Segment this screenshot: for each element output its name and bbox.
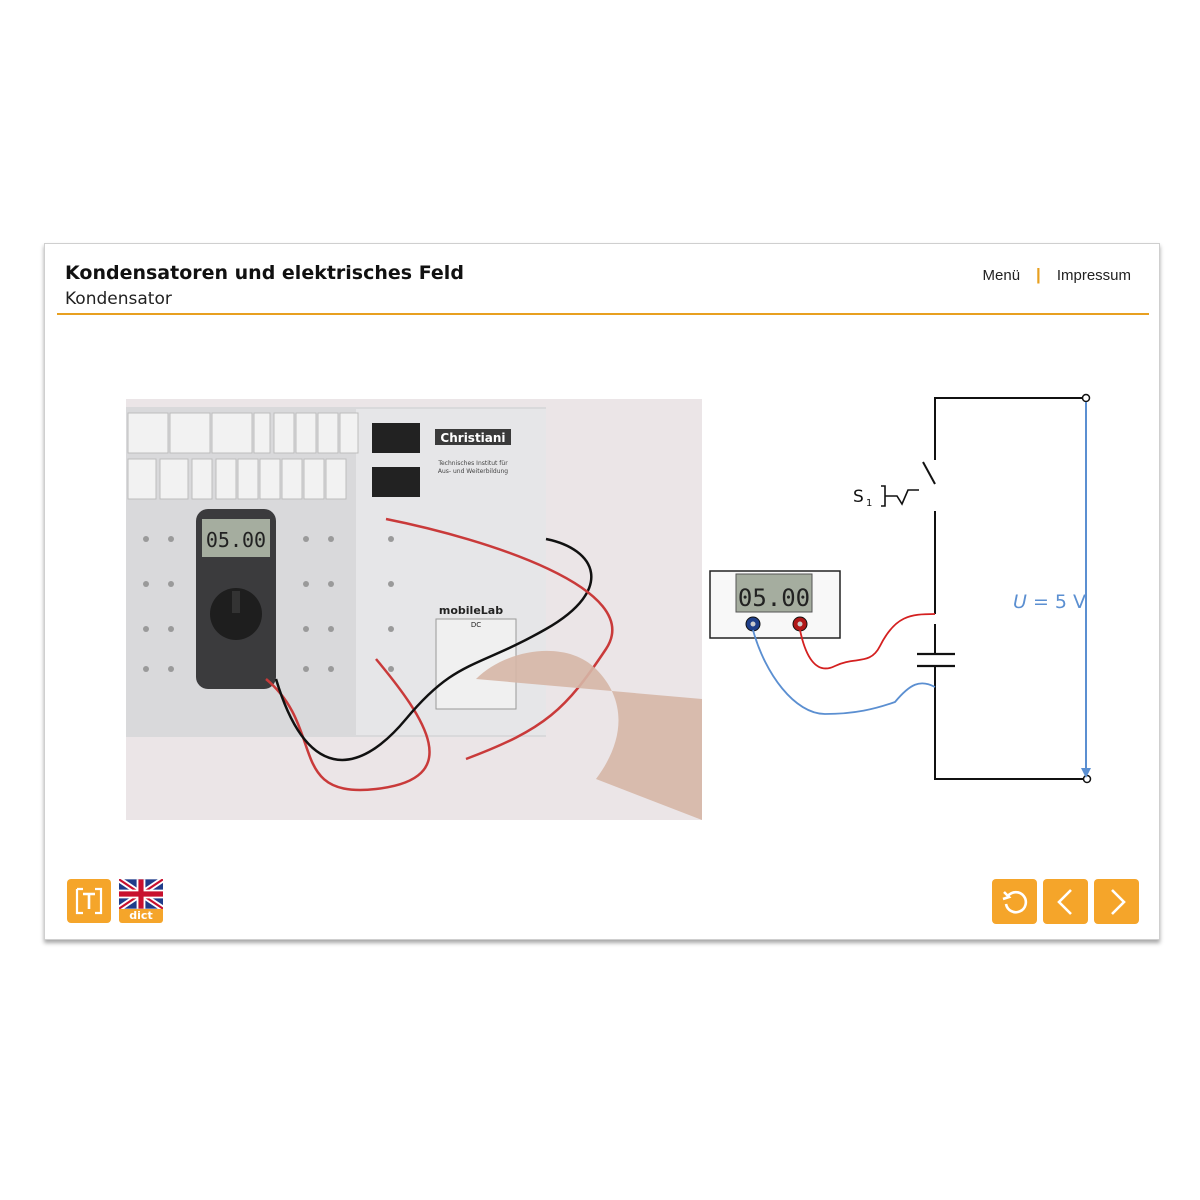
dictionary-label: dict (119, 909, 163, 923)
institute-line-1: Technisches Institut für (437, 460, 508, 467)
reload-button[interactable] (992, 879, 1037, 924)
uk-flag-icon (117, 876, 165, 912)
chevron-left-icon (1056, 888, 1072, 915)
product-label: mobileLab (439, 604, 503, 617)
switch-label: S (853, 487, 864, 507)
experiment-photo: Christiani Technisches Institut für Aus-… (126, 399, 702, 820)
page-subtitle: Kondensator (65, 289, 172, 309)
voltage-variable: U (1013, 591, 1027, 613)
photo-multimeter-reading: 05.00 (206, 528, 266, 552)
switch-index: 1 (866, 498, 872, 509)
chevron-right-icon (1110, 888, 1126, 915)
menu-link[interactable]: Menü (982, 266, 1021, 284)
voltmeter-reading: 05.00 (738, 584, 810, 612)
text-tool-icon (75, 887, 103, 915)
footer-tools: dict (67, 876, 165, 923)
terminal-bottom (1082, 774, 1092, 784)
back-button[interactable] (1043, 879, 1088, 924)
dictionary-button[interactable]: dict (117, 876, 165, 923)
brand-label: Christiani (440, 431, 505, 445)
learning-window: Kondensatoren und elektrisches Feld Kond… (44, 243, 1160, 940)
terminal-top (1081, 393, 1091, 403)
experiment-board-illustration: Christiani Technisches Institut für Aus-… (126, 399, 702, 820)
text-tool-button[interactable] (67, 879, 111, 923)
reload-icon (1002, 890, 1027, 913)
institute-line-2: Aus- und Weiterbildung (438, 468, 508, 475)
nav-separator: | (1036, 265, 1041, 284)
board-grid (143, 536, 394, 672)
switch-lever (922, 461, 936, 485)
forward-button[interactable] (1094, 879, 1139, 924)
header-divider (57, 313, 1149, 315)
top-navigation: Menü | Impressum (983, 265, 1131, 285)
probe-wire-blue (752, 629, 936, 715)
imprint-link[interactable]: Impressum (1056, 266, 1131, 284)
capacitor-symbol (917, 652, 955, 668)
footer-navigation (992, 879, 1139, 924)
product-sub: DC (471, 621, 481, 629)
page-title: Kondensatoren und elektrisches Feld (65, 262, 464, 284)
circuit-schematic: S 1 U = 5 V 05.00 (705, 384, 1125, 794)
probe-wire-red (799, 613, 936, 670)
voltage-label: U = 5 V (1013, 591, 1086, 613)
voltage-value: = 5 V (1027, 591, 1086, 613)
switch-symbol (881, 485, 919, 507)
circuit-diagram: S 1 U = 5 V 05.00 (709, 393, 1092, 784)
